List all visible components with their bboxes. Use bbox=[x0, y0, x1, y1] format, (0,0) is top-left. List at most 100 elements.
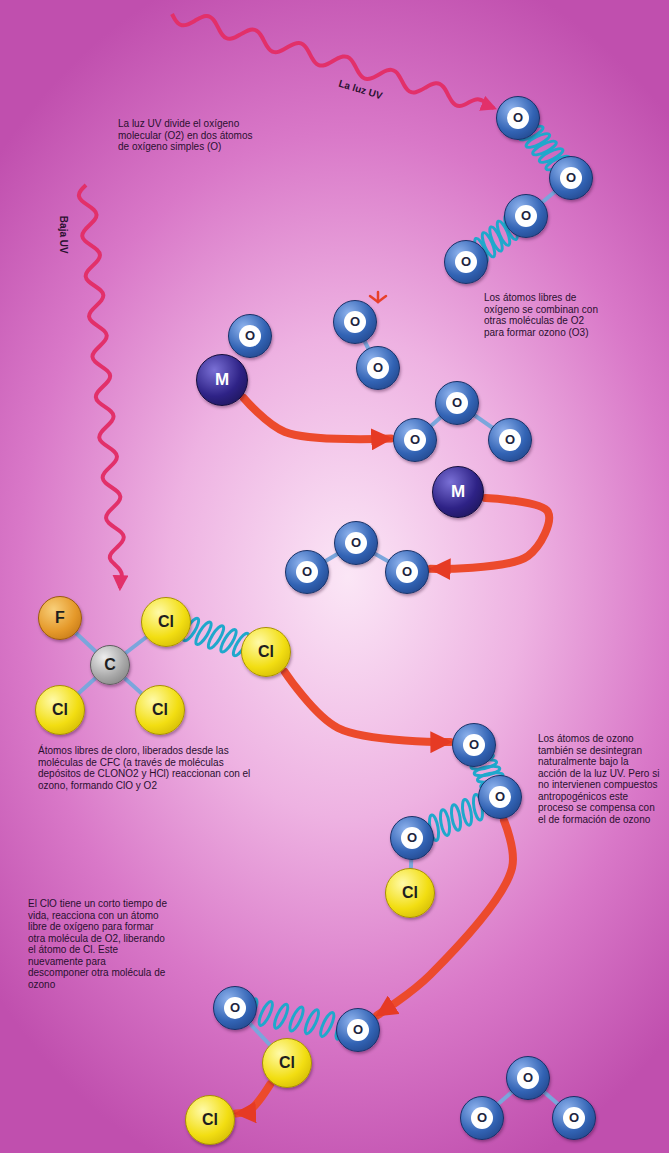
fluorine-atom: F bbox=[38, 596, 82, 640]
uv-ray bbox=[172, 14, 494, 108]
atom-symbol: O bbox=[347, 1019, 369, 1041]
atom-symbol: O bbox=[489, 786, 511, 808]
spring-coil bbox=[287, 1006, 305, 1033]
uv-label: La luz UV bbox=[337, 78, 383, 102]
oxygen-atom: O bbox=[549, 156, 593, 200]
third-body-atom: M bbox=[196, 354, 248, 406]
oxygen-atom: O bbox=[393, 418, 437, 462]
oxygen-atom: O bbox=[285, 550, 329, 594]
note-text: El ClO tiene un corto tiempo de vida, re… bbox=[28, 898, 168, 990]
atom-symbol: O bbox=[517, 1067, 539, 1089]
label-text: Baja UV bbox=[57, 216, 69, 254]
atom-symbol: O bbox=[563, 1107, 585, 1129]
atom-symbol: M bbox=[451, 482, 465, 502]
atom-symbol: O bbox=[396, 561, 418, 583]
spring-coil bbox=[303, 1008, 321, 1035]
reaction-arrow bbox=[236, 1084, 270, 1113]
oxygen-atom: O bbox=[385, 550, 429, 594]
label-text: Átomos libres de cloro, liberados desde … bbox=[38, 745, 253, 791]
spring-coil bbox=[450, 804, 462, 831]
atom-symbol: Cl bbox=[279, 1054, 295, 1072]
atom-symbol: O bbox=[471, 1107, 493, 1129]
split-marker bbox=[370, 292, 386, 302]
atom-symbol: O bbox=[239, 325, 261, 347]
label-text: Los átomos libres de oxígeno se combinan… bbox=[484, 292, 606, 338]
oxygen-atom: O bbox=[336, 1008, 380, 1052]
spring-coil bbox=[461, 799, 473, 826]
reaction-arrow bbox=[244, 398, 391, 439]
atom-symbol: M bbox=[215, 370, 229, 390]
atom-symbol: O bbox=[367, 357, 389, 379]
chlorine-atom: Cl bbox=[35, 685, 85, 735]
atom-symbol: O bbox=[296, 561, 318, 583]
uv-ray bbox=[79, 185, 124, 588]
spring-coil bbox=[272, 1003, 290, 1030]
atom-symbol: Cl bbox=[402, 884, 418, 902]
oxygen-atom: O bbox=[356, 346, 400, 390]
split-stroke bbox=[370, 296, 378, 302]
label-text: La luz UV divide el oxígeno molecular (O… bbox=[118, 118, 253, 153]
note-text: Átomos libres de cloro, liberados desde … bbox=[38, 745, 253, 791]
label-text: La luz UV bbox=[337, 78, 383, 102]
atom-symbol: O bbox=[455, 251, 477, 273]
atom-symbol: Cl bbox=[158, 613, 174, 631]
atom-symbol: O bbox=[499, 429, 521, 451]
chlorine-atom: Cl bbox=[135, 685, 185, 735]
atom-symbol: C bbox=[104, 656, 116, 674]
note-text: Los átomos de ozono también se desintegr… bbox=[538, 733, 660, 825]
oxygen-atom: O bbox=[333, 300, 377, 344]
oxygen-atom: O bbox=[444, 240, 488, 284]
atom-symbol: O bbox=[401, 827, 423, 849]
chlorine-atom: Cl bbox=[262, 1038, 312, 1088]
atom-symbol: Cl bbox=[152, 701, 168, 719]
oxygen-atom: O bbox=[334, 521, 378, 565]
atom-symbol: O bbox=[507, 107, 529, 129]
spring-coil bbox=[218, 628, 238, 654]
uv-rays bbox=[79, 14, 494, 588]
label-text: Los átomos de ozono también se desintegr… bbox=[538, 733, 660, 825]
note-text: La luz UV divide el oxígeno molecular (O… bbox=[118, 118, 253, 153]
oxygen-atom: O bbox=[496, 96, 540, 140]
oxygen-atom: O bbox=[228, 314, 272, 358]
oxygen-atom: O bbox=[488, 418, 532, 462]
atom-symbol: O bbox=[404, 429, 426, 451]
spring-coil bbox=[318, 1011, 336, 1038]
note-text: Los átomos libres de oxígeno se combinan… bbox=[484, 292, 606, 338]
atom-symbol: O bbox=[344, 311, 366, 333]
oxygen-atom: O bbox=[452, 723, 496, 767]
atom-symbol: Cl bbox=[52, 701, 68, 719]
atom-symbol: O bbox=[515, 205, 537, 227]
atom-symbol: O bbox=[345, 532, 367, 554]
reaction-arrow bbox=[285, 672, 451, 742]
atom-symbol: O bbox=[446, 392, 468, 414]
atom-symbol: O bbox=[224, 997, 246, 1019]
chlorine-atom: Cl bbox=[241, 627, 291, 677]
oxygen-atom: O bbox=[504, 194, 548, 238]
carbon-atom: C bbox=[90, 645, 130, 685]
atom-symbol: Cl bbox=[258, 643, 274, 661]
chlorine-atom: Cl bbox=[385, 868, 435, 918]
oxygen-atom: O bbox=[460, 1096, 504, 1140]
spring-coil bbox=[206, 624, 226, 650]
oxygen-atom: O bbox=[552, 1096, 596, 1140]
split-stroke bbox=[378, 296, 386, 302]
atom-symbol: O bbox=[560, 167, 582, 189]
breaking-bonds bbox=[168, 116, 578, 1041]
atom-symbol: O bbox=[463, 734, 485, 756]
spring-coil bbox=[257, 1000, 275, 1027]
chlorine-atom: Cl bbox=[185, 1095, 235, 1145]
oxygen-atom: O bbox=[213, 986, 257, 1030]
oxygen-atom: O bbox=[390, 816, 434, 860]
label-text: El ClO tiene un corto tiempo de vida, re… bbox=[28, 898, 168, 990]
atom-symbol: Cl bbox=[202, 1111, 218, 1129]
oxygen-atom: O bbox=[478, 775, 522, 819]
oxygen-atom: O bbox=[506, 1056, 550, 1100]
third-body-atom: M bbox=[432, 466, 484, 518]
uv-label: Baja UV bbox=[57, 216, 69, 254]
oxygen-atom: O bbox=[435, 381, 479, 425]
spring-coil bbox=[193, 620, 213, 646]
atom-symbol: F bbox=[55, 609, 65, 627]
spring-coil bbox=[439, 809, 451, 836]
chlorine-atom: Cl bbox=[141, 597, 191, 647]
